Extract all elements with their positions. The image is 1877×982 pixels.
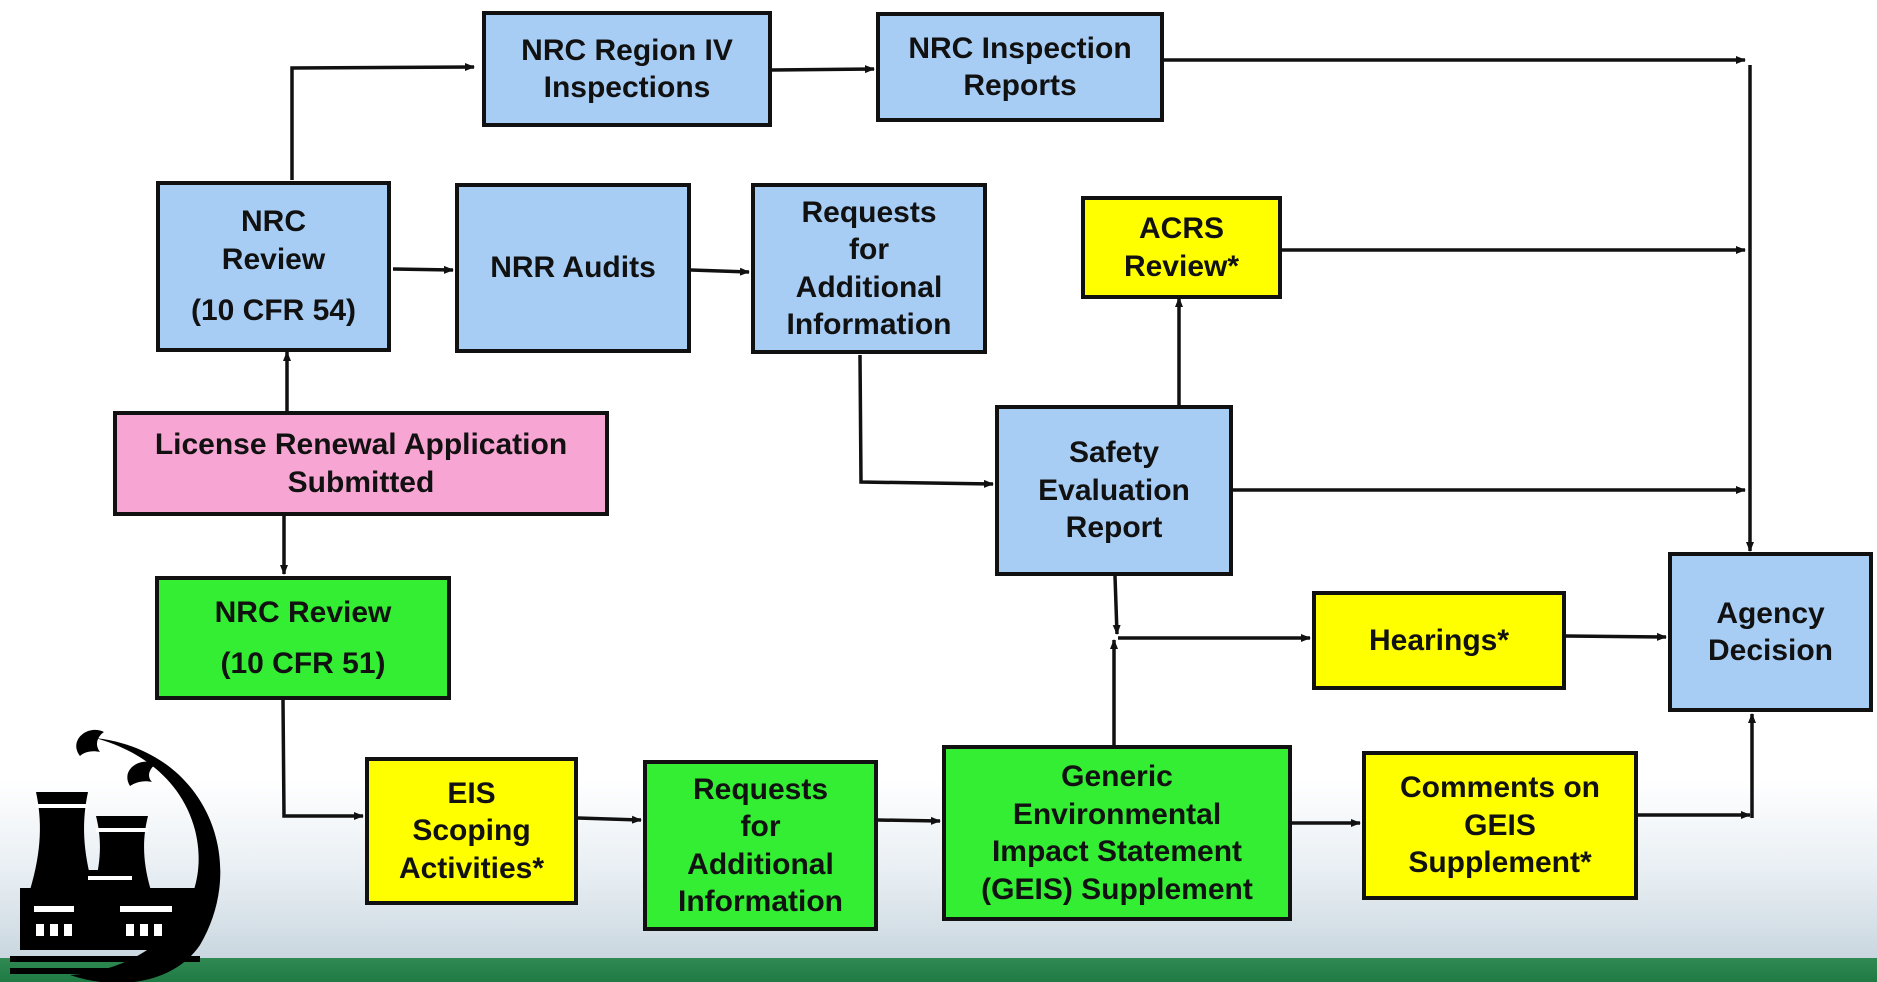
box-line: Scoping [412,814,531,848]
box-line: Generic [1061,760,1173,793]
nrr-audits-box: NRR Audits [455,183,691,353]
box-line: Safety [1068,436,1160,470]
arrow-review54-to-region4 [290,63,475,180]
box-line: Requests [692,772,829,806]
box-line: NRR Audits [490,251,656,285]
nrc-review-10cfr54-box: NRC Review (10 CFR 54) [156,181,391,352]
arrow-review51-to-eis [281,699,364,820]
box-line: Review [221,242,326,276]
rai-environmental-box: Requests for Additional Information [643,760,878,931]
arrow-region4-to-reports [771,65,875,74]
hearings-box: Hearings* [1312,591,1566,690]
box-line: Environmental [1012,797,1222,831]
box-line: Reports [963,69,1077,102]
arrow-audits-to-rai [690,267,750,276]
box-line: Requests [801,195,937,229]
box-line: Hearings* [1368,623,1510,657]
box-line: Information [786,308,952,341]
agency-decision-box: Agency Decision [1668,552,1873,712]
nrc-review-10cfr51-box: NRC Review (10 CFR 51) [155,576,451,700]
box-line: Agency [1716,596,1825,630]
nuclear-plant-logo-icon [10,729,221,982]
box-line: NRC Review [214,595,392,629]
nrc-region-iv-inspections-box: NRC Region IV Inspections [482,11,772,127]
box-line: Activities* [398,851,545,885]
box-line: NRC Inspection [908,31,1132,65]
box-line: GEIS [1464,808,1536,842]
box-line: Additional [795,270,943,304]
rai-safety-box: Requests for Additional Information [751,183,987,354]
box-line: (10 CFR 54) [190,294,357,328]
box-line: for [740,810,781,843]
arrow-eis-to-raienv [577,815,642,824]
acrs-review-box: ACRS Review* [1081,196,1282,299]
box-line: NRC Region IV [521,33,733,67]
box-line: Evaluation [1038,473,1190,507]
arrow-review54-to-audits [392,265,454,274]
box-line: Comments on [1399,771,1600,805]
box-line: Information [678,885,843,918]
geis-supplement-box: Generic Environmental Impact Statement (… [942,745,1292,921]
nrc-inspection-reports-box: NRC Inspection Reports [876,12,1164,122]
eis-scoping-activities-box: EIS Scoping Activities* [365,757,578,905]
box-line: Inspections [543,71,711,104]
arrow-ser-to-junction [1112,575,1121,635]
background-green-band [0,958,1877,982]
box-line: License Renewal Application [154,428,568,461]
box-line: (GEIS) Supplement [981,872,1253,906]
box-line: NRC [241,205,306,239]
box-line: (10 CFR 51) [220,647,386,680]
box-line: for [849,233,889,266]
comments-on-geis-supplement-box: Comments on GEIS Supplement* [1362,751,1638,900]
box-line: Additional [687,847,834,881]
arrow-raienv-to-geis [877,816,941,825]
box-line: Report [1065,511,1163,545]
box-line: Supplement* [1408,846,1592,880]
box-line: Impact Statement [991,835,1243,868]
box-line: ACRS [1138,212,1224,245]
box-line: Review* [1123,249,1240,283]
safety-evaluation-report-box: Safety Evaluation Report [995,405,1233,576]
arrow-rai-to-ser [858,354,994,488]
box-line: EIS [447,776,496,810]
license-renewal-application-box: License Renewal Application Submitted [113,411,609,516]
box-line: Submitted [287,465,435,499]
arrow-hearings-to-decision [1565,632,1667,641]
box-line: Decision [1707,634,1834,667]
